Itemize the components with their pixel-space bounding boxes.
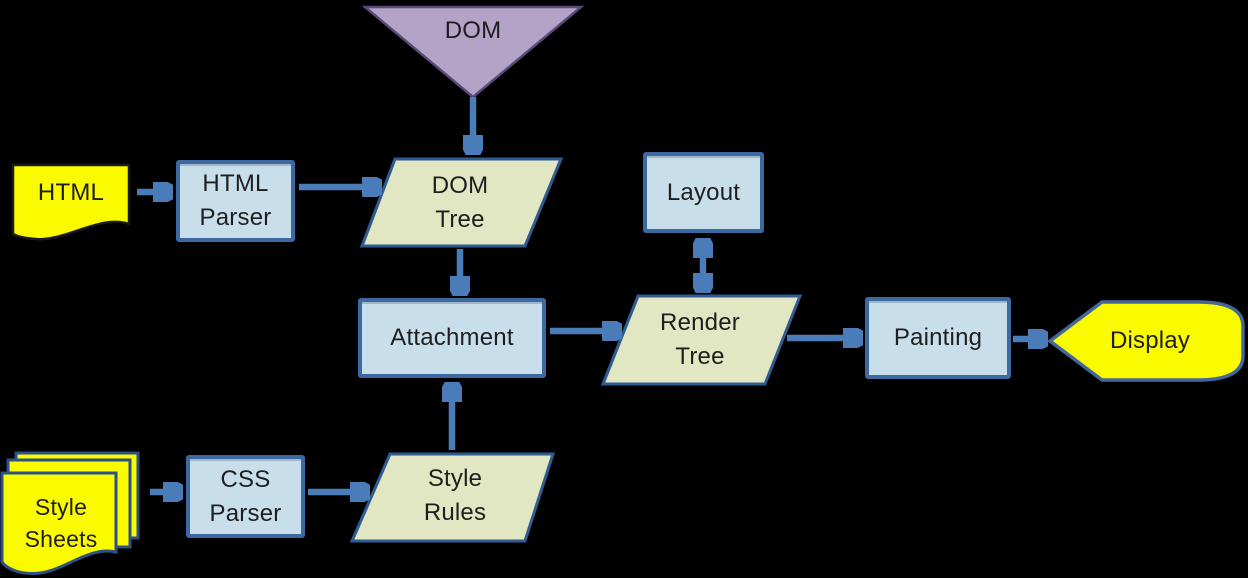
css-parser-node: CSS Parser [186, 455, 305, 538]
html-document-shape [11, 163, 131, 241]
layout-node: Layout [643, 152, 764, 233]
render-tree-label: Render Tree [660, 309, 740, 370]
render-tree-parallelogram [600, 294, 803, 386]
painting-node: Painting [865, 297, 1011, 379]
html-parser-label: HTML Parser [199, 170, 272, 231]
html-label: HTML [37, 179, 105, 207]
display-shape [1047, 300, 1245, 382]
dom-tree-parallelogram [359, 157, 564, 248]
style-sheets-label: Style Sheets [24, 493, 98, 552]
dom-label: DOM [444, 17, 502, 45]
painting-label: Painting [893, 324, 983, 352]
dom-tree-label: DOM Tree [431, 172, 489, 233]
style-rules-parallelogram [349, 452, 556, 543]
html-parser-node: HTML Parser [176, 160, 295, 242]
css-parser-label: CSS Parser [209, 465, 282, 527]
style-sheet-front [0, 471, 118, 575]
style-rules-label: Style Rules [423, 465, 487, 526]
attachment-label: Attachment [390, 324, 514, 352]
dom-triangle-shape [361, 5, 585, 99]
layout-label: Layout [666, 178, 741, 206]
display-label: Display [1109, 327, 1191, 355]
style-sheets-stack [0, 451, 140, 575]
attachment-node: Attachment [358, 298, 546, 378]
